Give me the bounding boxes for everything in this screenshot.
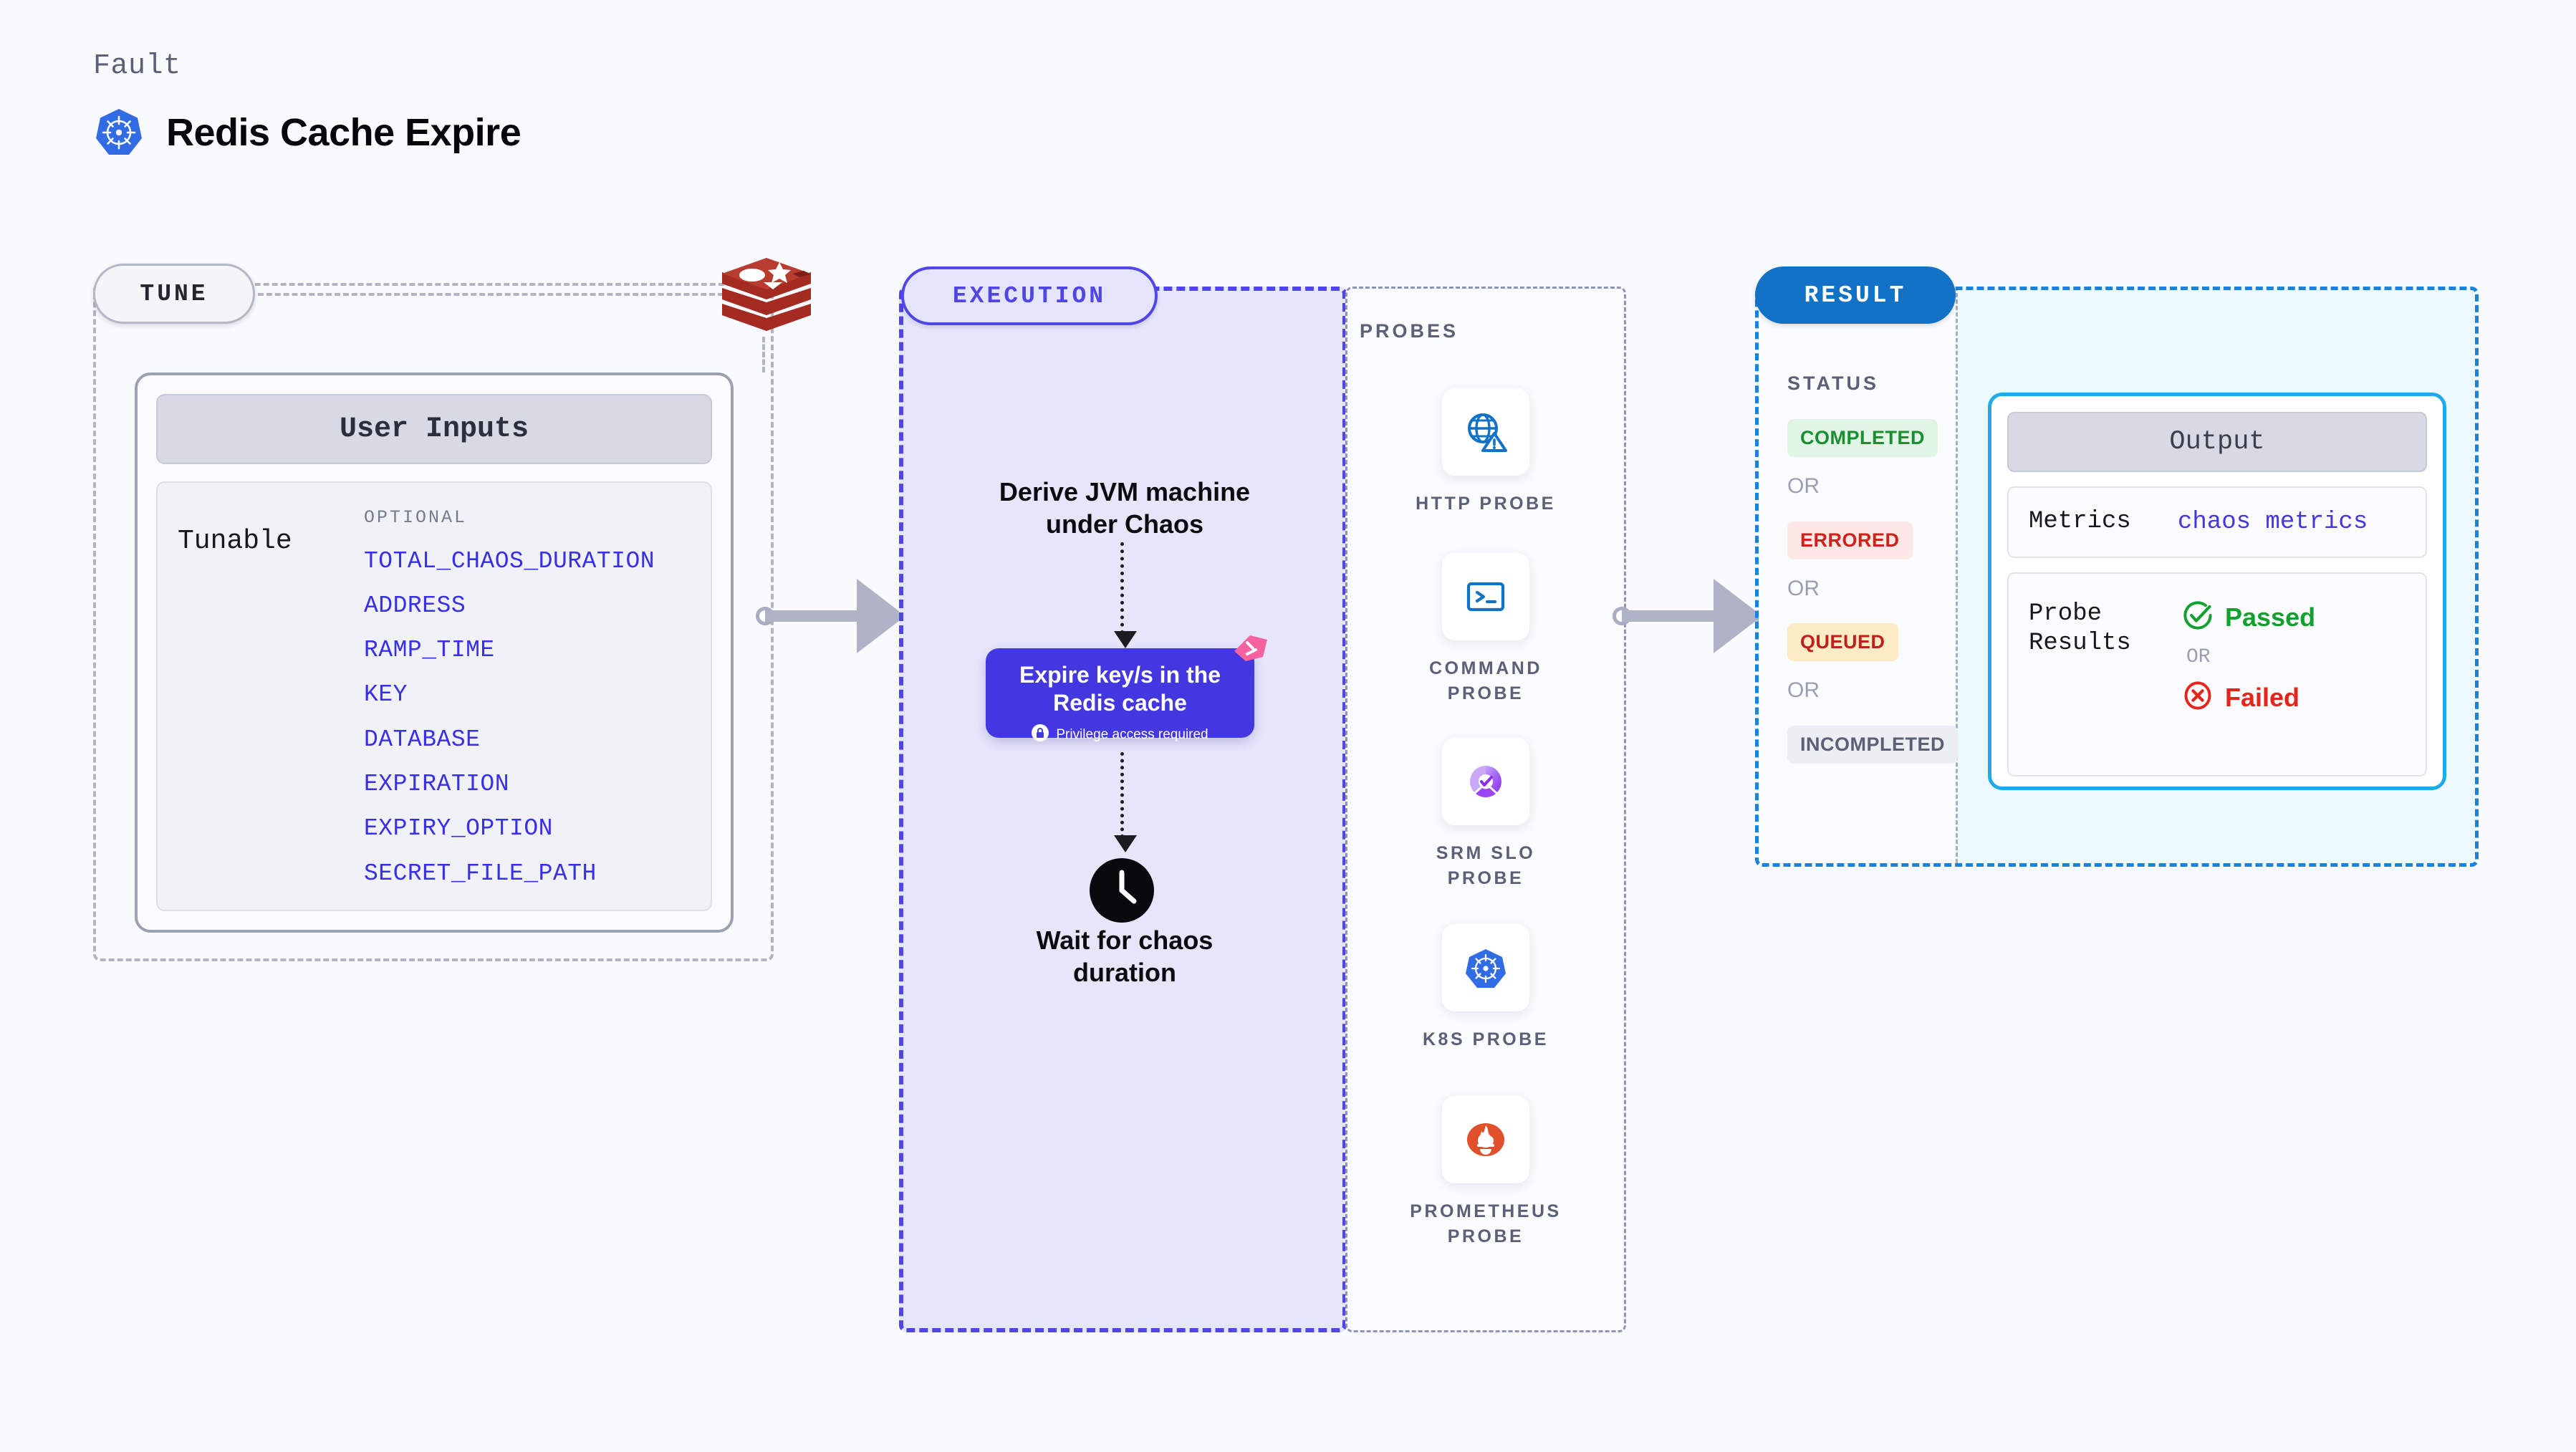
probe-label: HTTP PROBE bbox=[1416, 494, 1556, 514]
optional-section-label: OPTIONAL bbox=[364, 507, 468, 528]
redis-icon bbox=[716, 252, 817, 349]
lock-icon bbox=[1032, 724, 1049, 745]
failed-label: Failed bbox=[2225, 682, 2300, 712]
page-title: Redis Cache Expire bbox=[166, 111, 522, 154]
tunable-box: Tunable OPTIONAL TOTAL_CHAOS_DURATION AD… bbox=[156, 481, 712, 911]
probe-result-passed: Passed bbox=[2182, 600, 2426, 635]
probe-label: SRM SLO PROBE bbox=[1436, 843, 1536, 888]
status-or-label: OR bbox=[1787, 577, 1820, 600]
probe-results-values: Passed OR Failed bbox=[2178, 600, 2426, 775]
execution-to-result-arrow bbox=[1613, 579, 1774, 653]
status-badge-label: INCOMPLETED bbox=[1800, 734, 1946, 755]
output-header: Output bbox=[2007, 412, 2427, 472]
status-column bbox=[1759, 287, 1958, 863]
flow-arrow-down-1 bbox=[1114, 542, 1137, 648]
probe-item-command[interactable]: COMMAND PROBE bbox=[1345, 553, 1626, 706]
clock-icon bbox=[1088, 857, 1155, 924]
connector-shaft bbox=[1622, 610, 1716, 622]
probes-section-label: PROBES bbox=[1360, 320, 1459, 342]
execution-stage-pill[interactable]: EXECUTION bbox=[901, 266, 1158, 325]
slo-gauge-icon bbox=[1442, 738, 1529, 825]
probe-item-prometheus[interactable]: PROMETHEUS PROBE bbox=[1345, 1096, 1626, 1249]
status-badge-completed: COMPLETED bbox=[1787, 419, 1938, 457]
terminal-icon bbox=[1442, 553, 1529, 640]
privilege-note: Privilege access required bbox=[1056, 726, 1208, 742]
probe-item-http[interactable]: HTTP PROBE bbox=[1345, 388, 1626, 516]
probe-result-or: OR bbox=[2186, 646, 2211, 668]
metrics-row: Metrics chaos metrics bbox=[2007, 486, 2427, 558]
tunable-item[interactable]: ADDRESS bbox=[364, 592, 466, 619]
kubernetes-icon bbox=[1442, 924, 1529, 1011]
execution-pill-label: EXECUTION bbox=[952, 282, 1107, 309]
tunable-item[interactable]: TOTAL_CHAOS_DURATION bbox=[364, 548, 655, 574]
tunable-item[interactable]: RAMP_TIME bbox=[364, 637, 495, 663]
privilege-row: Privilege access required bbox=[986, 724, 1254, 745]
probe-label: COMMAND PROBE bbox=[1429, 658, 1542, 703]
page-header: Fault Redis Cache Expire bbox=[93, 50, 522, 158]
tunable-list: OPTIONAL TOTAL_CHAOS_DURATION ADDRESS RA… bbox=[364, 507, 693, 910]
status-badge-incompleted: INCOMPLETED bbox=[1787, 726, 1959, 764]
tunable-item[interactable]: SECRET_FILE_PATH bbox=[364, 860, 597, 887]
tunable-group-label: Tunable bbox=[178, 526, 292, 557]
tunable-item[interactable]: EXPIRATION bbox=[364, 771, 510, 797]
passed-label: Passed bbox=[2225, 602, 2316, 632]
status-badge-label: QUEUED bbox=[1800, 631, 1885, 653]
connector-arrowhead bbox=[1714, 579, 1762, 653]
status-badge-queued: QUEUED bbox=[1787, 623, 1898, 661]
tunable-item[interactable]: KEY bbox=[364, 681, 408, 708]
result-pill-label: RESULT bbox=[1804, 282, 1907, 309]
connector-shaft bbox=[765, 610, 860, 622]
tune-panel bbox=[93, 283, 774, 961]
kubernetes-icon bbox=[93, 107, 145, 158]
probe-label: K8S PROBE bbox=[1423, 1029, 1549, 1049]
globe-warning-icon bbox=[1442, 388, 1529, 476]
probe-results-row: Probe Results Passed OR bbox=[2007, 572, 2427, 777]
result-panel bbox=[1755, 287, 2479, 867]
result-stage-pill[interactable]: RESULT bbox=[1755, 266, 1956, 324]
probe-label: PROMETHEUS PROBE bbox=[1410, 1201, 1562, 1246]
tune-redis-connector bbox=[258, 293, 724, 296]
connector-arrowhead bbox=[857, 579, 905, 653]
prometheus-icon bbox=[1442, 1096, 1529, 1183]
action-card[interactable]: Expire key/s in the Redis cache Privileg… bbox=[986, 635, 1267, 742]
probe-results-key: Probe Results bbox=[2029, 600, 2131, 658]
derive-step-text: Derive JVM machine under Chaos bbox=[999, 477, 1251, 539]
action-card-title: Expire key/s in the Redis cache bbox=[1019, 662, 1221, 716]
metrics-key: Metrics bbox=[2029, 508, 2131, 536]
tune-pill-label: TUNE bbox=[140, 280, 208, 307]
corner-ribbon-icon bbox=[1229, 630, 1273, 674]
status-section-label: STATUS bbox=[1787, 372, 1879, 394]
title-row: Redis Cache Expire bbox=[93, 107, 522, 158]
check-circle-icon bbox=[2182, 600, 2214, 635]
status-badge-label: ERRORED bbox=[1800, 529, 1900, 551]
x-circle-icon bbox=[2182, 680, 2214, 715]
status-or-label: OR bbox=[1787, 678, 1820, 702]
status-or-label: OR bbox=[1787, 474, 1820, 498]
fault-kicker: Fault bbox=[93, 50, 181, 82]
output-card: Output Metrics chaos metrics Probe Resul… bbox=[1988, 393, 2446, 790]
tunable-item[interactable]: EXPIRY_OPTION bbox=[364, 815, 553, 842]
user-inputs-card: User Inputs Tunable OPTIONAL TOTAL_CHAOS… bbox=[135, 372, 734, 933]
probe-item-srm-slo[interactable]: SRM SLO PROBE bbox=[1345, 738, 1626, 891]
wait-step-text: Wait for chaos duration bbox=[1036, 925, 1213, 988]
probe-result-failed: Failed bbox=[2182, 680, 2426, 715]
redis-panel-connector bbox=[762, 337, 765, 372]
tunable-item[interactable]: DATABASE bbox=[364, 726, 481, 753]
user-inputs-header: User Inputs bbox=[156, 394, 712, 464]
tune-to-execution-arrow bbox=[756, 579, 918, 653]
probe-item-k8s[interactable]: K8S PROBE bbox=[1345, 924, 1626, 1052]
status-badge-label: COMPLETED bbox=[1800, 427, 1926, 448]
tune-stage-pill[interactable]: TUNE bbox=[93, 264, 255, 324]
flow-arrow-down-2 bbox=[1114, 752, 1137, 852]
metrics-value[interactable]: chaos metrics bbox=[2178, 509, 2368, 536]
status-badge-errored: ERRORED bbox=[1787, 521, 1913, 559]
